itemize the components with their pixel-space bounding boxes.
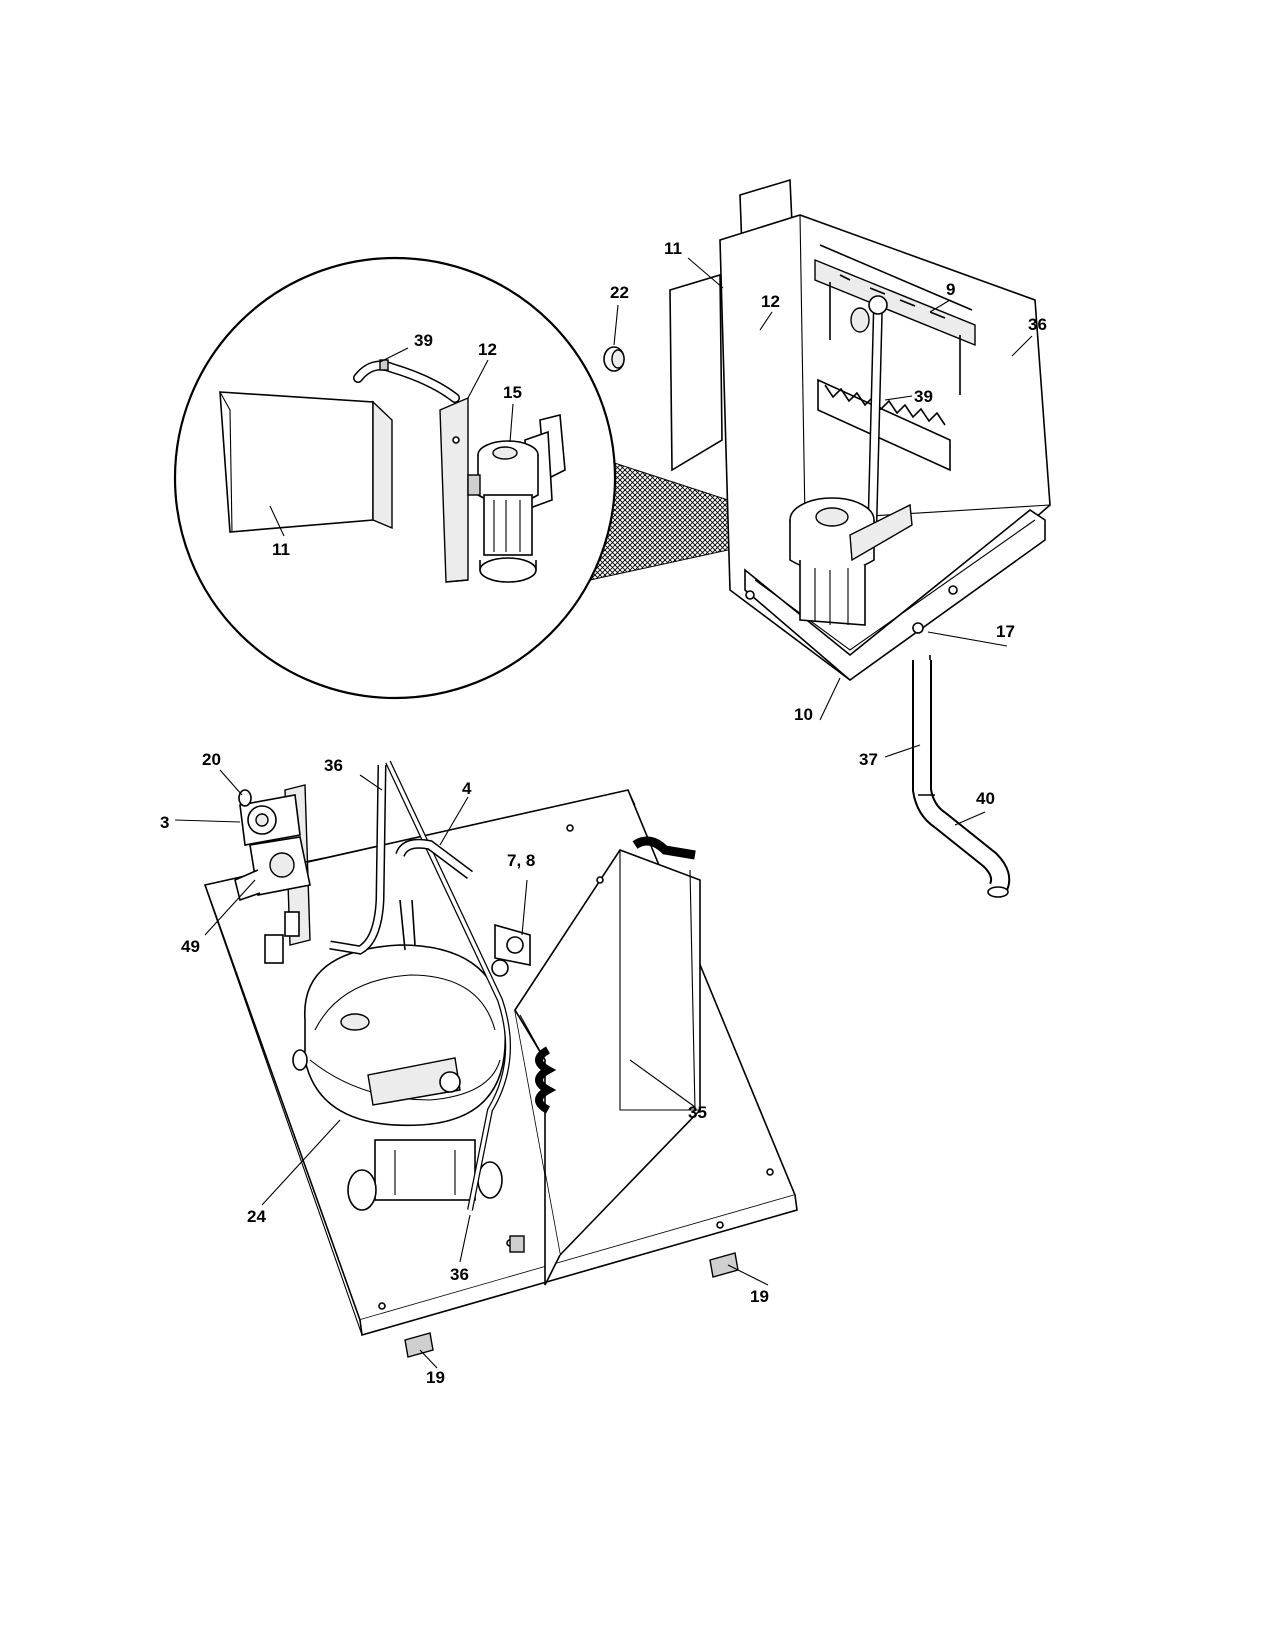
bin-assembly	[669, 178, 1051, 898]
callout-4: 4	[462, 779, 472, 798]
callout-3: 3	[160, 813, 169, 832]
callout-37: 37	[859, 750, 878, 769]
callout-9: 9	[946, 280, 955, 299]
callout-10: 10	[794, 705, 813, 724]
base-tray-10	[744, 509, 1046, 682]
detail-bracket-12	[439, 396, 469, 583]
condenser-35	[514, 836, 701, 1286]
detail-pump-15	[467, 413, 566, 583]
detail-circle	[173, 256, 617, 700]
drain-17	[912, 622, 924, 634]
callout-19-left: 19	[426, 1368, 445, 1387]
rack-9	[814, 244, 976, 395]
callout-12-detail: 12	[478, 340, 497, 359]
relay-7-8	[491, 923, 531, 977]
callout-11-detail: 11	[272, 540, 290, 559]
callout-7-8: 7, 8	[507, 851, 535, 870]
callout-20: 20	[202, 750, 221, 769]
callout-39-main: 39	[914, 387, 933, 406]
bin-pump-motor	[789, 497, 913, 626]
callout-36-mid: 36	[324, 756, 343, 775]
callout-49: 49	[181, 937, 200, 956]
evaporator-teeth	[817, 378, 951, 472]
leader-lines	[174, 257, 1033, 1369]
callout-11-main: 11	[664, 239, 682, 258]
valve-fitting-20	[238, 789, 252, 807]
callout-24: 24	[247, 1207, 266, 1226]
detail-magnifier	[173, 256, 822, 700]
callout-22: 22	[610, 283, 629, 302]
foot-19-right	[709, 1252, 739, 1278]
detail-panel-11	[219, 391, 393, 533]
callout-labels: 11 22 9 36 39 12 15 12 39 11 17 10 20 36…	[160, 239, 1047, 1387]
cap-22	[603, 346, 625, 372]
callout-19-right: 19	[750, 1287, 769, 1306]
compressor-24	[292, 944, 507, 1211]
callout-36-top: 36	[1028, 315, 1047, 334]
callout-15: 15	[503, 383, 522, 402]
tube-39-elbow	[868, 295, 888, 315]
compressor-terminal-box	[374, 1139, 476, 1201]
callout-36-bottom: 36	[450, 1265, 469, 1284]
callout-35: 35	[688, 1103, 707, 1122]
refrigerant-lines-36	[329, 760, 511, 1211]
detail-tube-39	[353, 359, 460, 403]
base-assembly	[203, 760, 798, 1358]
drain-hose-37-40	[914, 660, 1009, 892]
callout-40: 40	[976, 789, 995, 808]
callout-17: 17	[996, 622, 1015, 641]
drier-4	[396, 840, 473, 878]
callout-12-main: 12	[761, 292, 780, 311]
water-valve	[234, 784, 326, 964]
callout-39-detail: 39	[414, 331, 433, 350]
foot-19-left	[404, 1332, 434, 1358]
